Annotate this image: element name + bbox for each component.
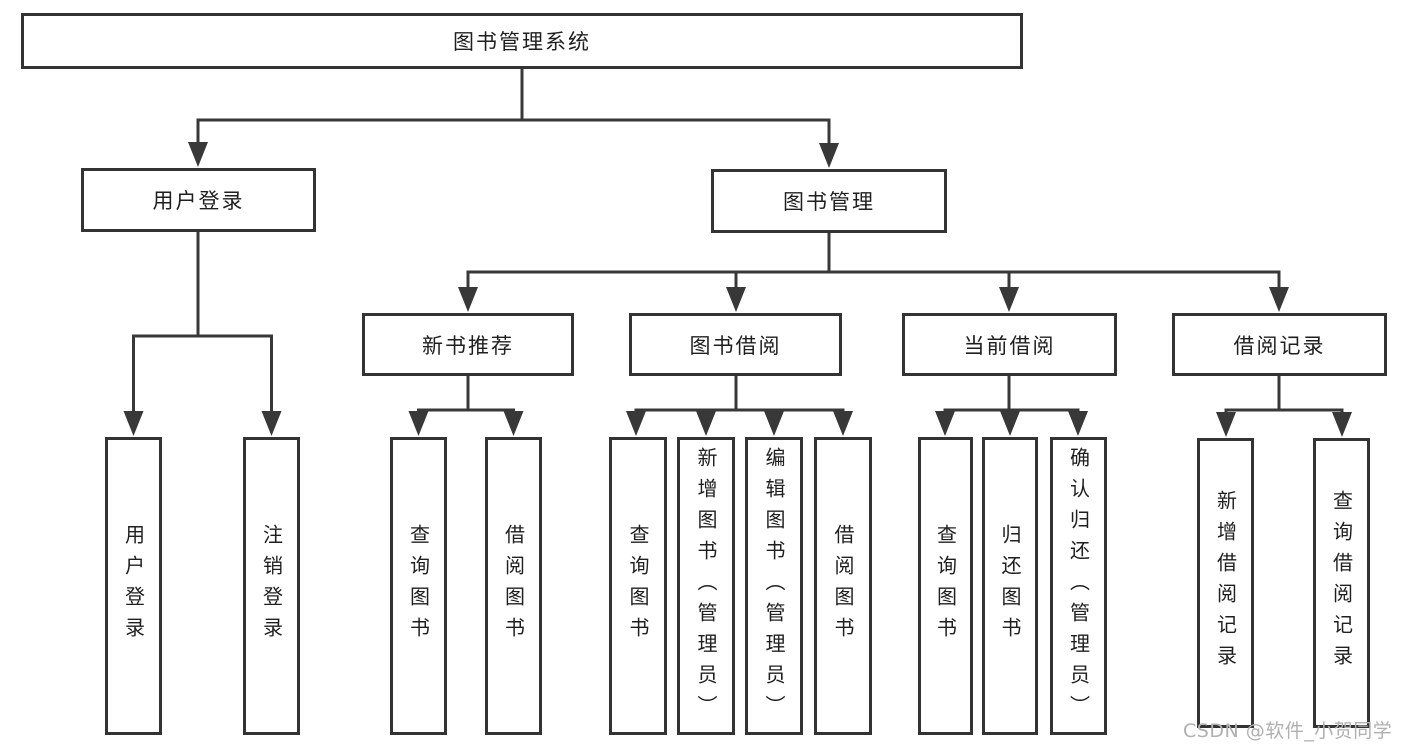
node-user-login: 用户登录 xyxy=(81,168,316,232)
leaf-logout: 注销登录 xyxy=(243,437,300,735)
leaf-confirm-return-admin-label: 确认归还（管理员） xyxy=(1066,446,1091,726)
leaf-add-borrow-record: 新增借阅记录 xyxy=(1197,438,1254,728)
connector-book-management xyxy=(458,233,1289,312)
connector-user-login xyxy=(123,232,282,436)
leaf-user-login-label: 用户登录 xyxy=(121,524,146,648)
leaf-query-books-recommend-label: 查询图书 xyxy=(406,524,431,648)
leaf-query-borrow-record: 查询借阅记录 xyxy=(1313,438,1370,728)
leaf-add-book-admin-label: 新增图书（管理员） xyxy=(694,446,718,726)
leaf-query-borrow-record-label: 查询借阅记录 xyxy=(1329,490,1354,676)
leaf-borrow-books-recommend: 借阅图书 xyxy=(485,437,542,735)
connector-borrow-records xyxy=(1216,376,1352,437)
leaf-borrow-books-label: 借阅图书 xyxy=(831,524,855,648)
leaf-query-books-borrow-label: 查询图书 xyxy=(626,524,650,648)
connector-current-borrow xyxy=(935,376,1088,436)
node-book-management: 图书管理 xyxy=(711,169,947,233)
node-current-borrow: 当前借阅 xyxy=(902,313,1117,376)
node-new-book-recommend: 新书推荐 xyxy=(362,313,574,376)
connector-new-book xyxy=(408,376,524,436)
leaf-edit-book-admin: 编辑图书（管理员） xyxy=(745,437,803,735)
node-root: 图书管理系统 xyxy=(21,13,1023,69)
node-borrow-records: 借阅记录 xyxy=(1172,313,1387,376)
leaf-add-borrow-record-label: 新增借阅记录 xyxy=(1213,490,1238,676)
csdn-watermark: CSDN @软件_小贺同学 xyxy=(1183,720,1393,742)
leaf-confirm-return-admin: 确认归还（管理员） xyxy=(1050,437,1107,735)
connector-root xyxy=(188,69,839,168)
leaf-return-book-label: 归还图书 xyxy=(998,524,1022,648)
connector-book-borrow xyxy=(626,376,853,436)
leaf-return-book: 归还图书 xyxy=(982,437,1038,735)
leaf-query-books-current: 查询图书 xyxy=(918,437,973,735)
leaf-query-books-recommend: 查询图书 xyxy=(390,437,447,735)
leaf-query-books-borrow: 查询图书 xyxy=(609,437,667,735)
leaf-add-book-admin: 新增图书（管理员） xyxy=(677,437,735,735)
leaf-query-books-current-label: 查询图书 xyxy=(933,524,958,648)
leaf-user-login: 用户登录 xyxy=(105,437,162,735)
node-book-borrow: 图书借阅 xyxy=(629,313,842,376)
leaf-edit-book-admin-label: 编辑图书（管理员） xyxy=(762,446,786,726)
leaf-borrow-books-recommend-label: 借阅图书 xyxy=(501,524,526,648)
leaf-logout-label: 注销登录 xyxy=(259,524,284,648)
leaf-borrow-books: 借阅图书 xyxy=(814,437,872,735)
